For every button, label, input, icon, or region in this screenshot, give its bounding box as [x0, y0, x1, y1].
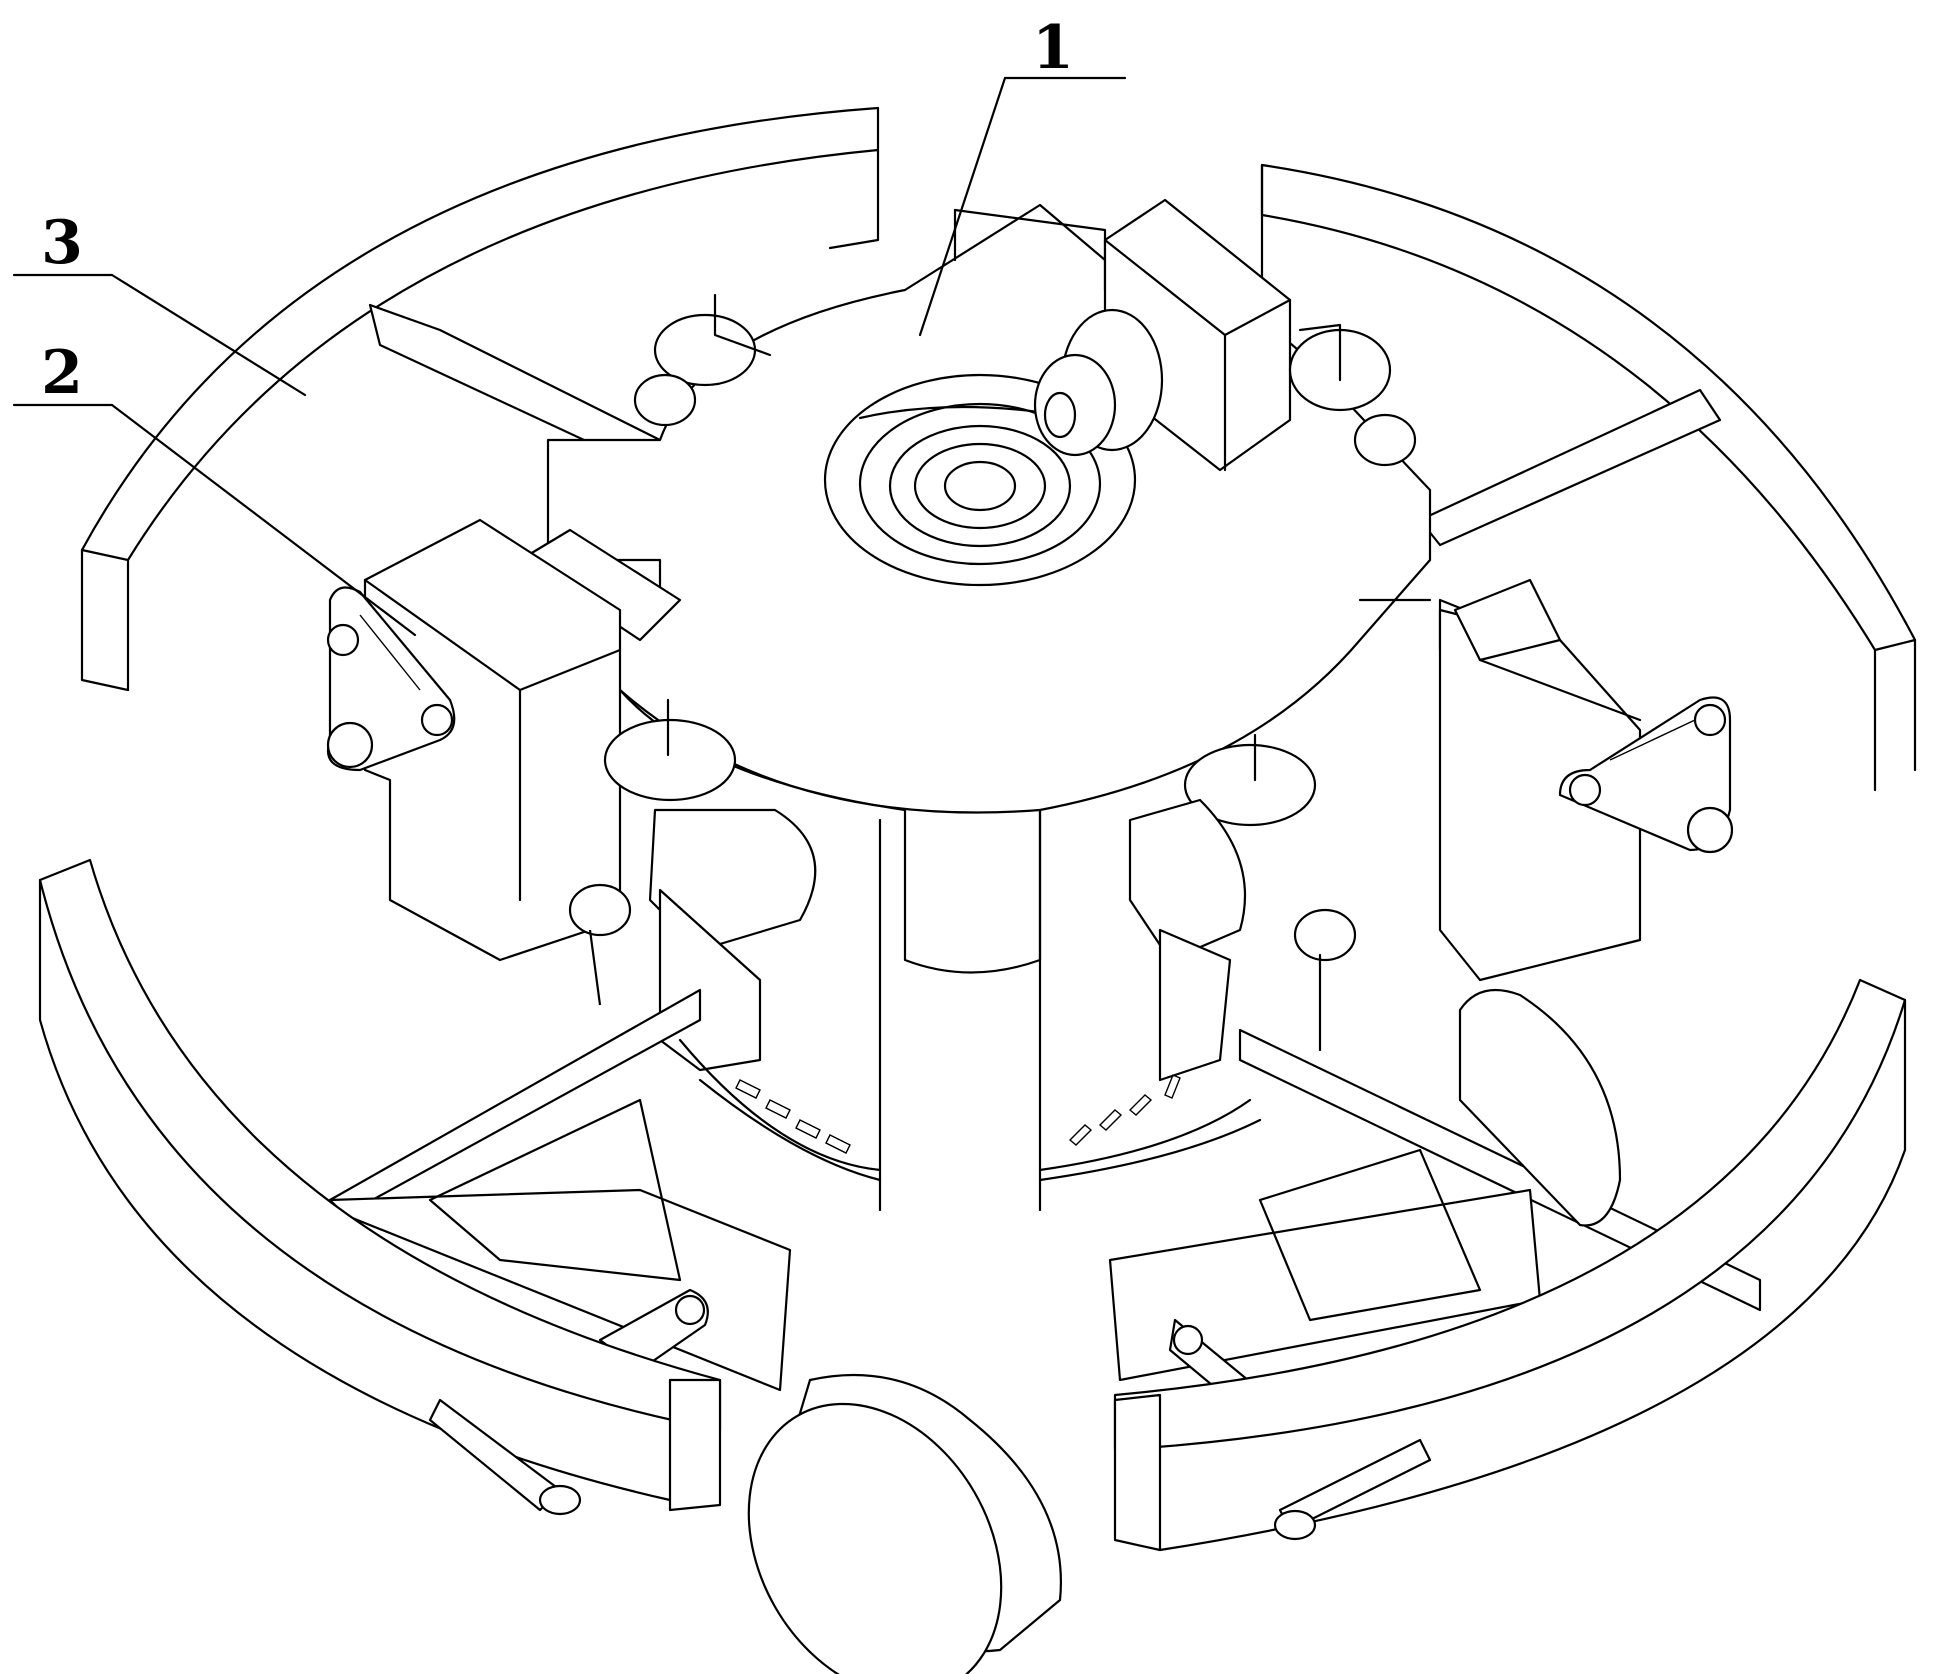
lower-left-belt-drive	[598, 1288, 709, 1372]
inner-slotted-ring	[678, 1038, 1262, 1182]
top-motor-block	[1033, 198, 1292, 472]
radial-spoke-upper-right	[1418, 388, 1722, 547]
right-wheel	[1458, 988, 1622, 1227]
callout-3-label: 3	[41, 208, 83, 278]
callout-2-label: 2	[41, 338, 83, 408]
right-box-module	[1438, 578, 1642, 982]
callout-2-group: 2	[12, 338, 417, 637]
left-box-module	[363, 518, 622, 962]
outer-ring-upper-left	[80, 106, 880, 692]
bottom-wheel	[747, 1374, 1062, 1674]
lower-right-arm	[1108, 1028, 1762, 1382]
underside-rollers	[428, 1398, 1432, 1541]
left-belt-drive	[326, 586, 456, 772]
middle-right-assembly	[1128, 733, 1357, 1082]
callout-3-group: 3	[12, 208, 307, 397]
outer-ring-lower-right	[1113, 978, 1907, 1552]
callout-1-group: 1	[918, 13, 1127, 337]
right-belt-drive	[1558, 696, 1734, 854]
callout-1-label: 1	[1032, 13, 1074, 83]
outer-ring-lower-left	[38, 858, 722, 1512]
top-concentric-rings	[823, 373, 1137, 587]
upper-left-arm-assembly	[518, 293, 772, 642]
